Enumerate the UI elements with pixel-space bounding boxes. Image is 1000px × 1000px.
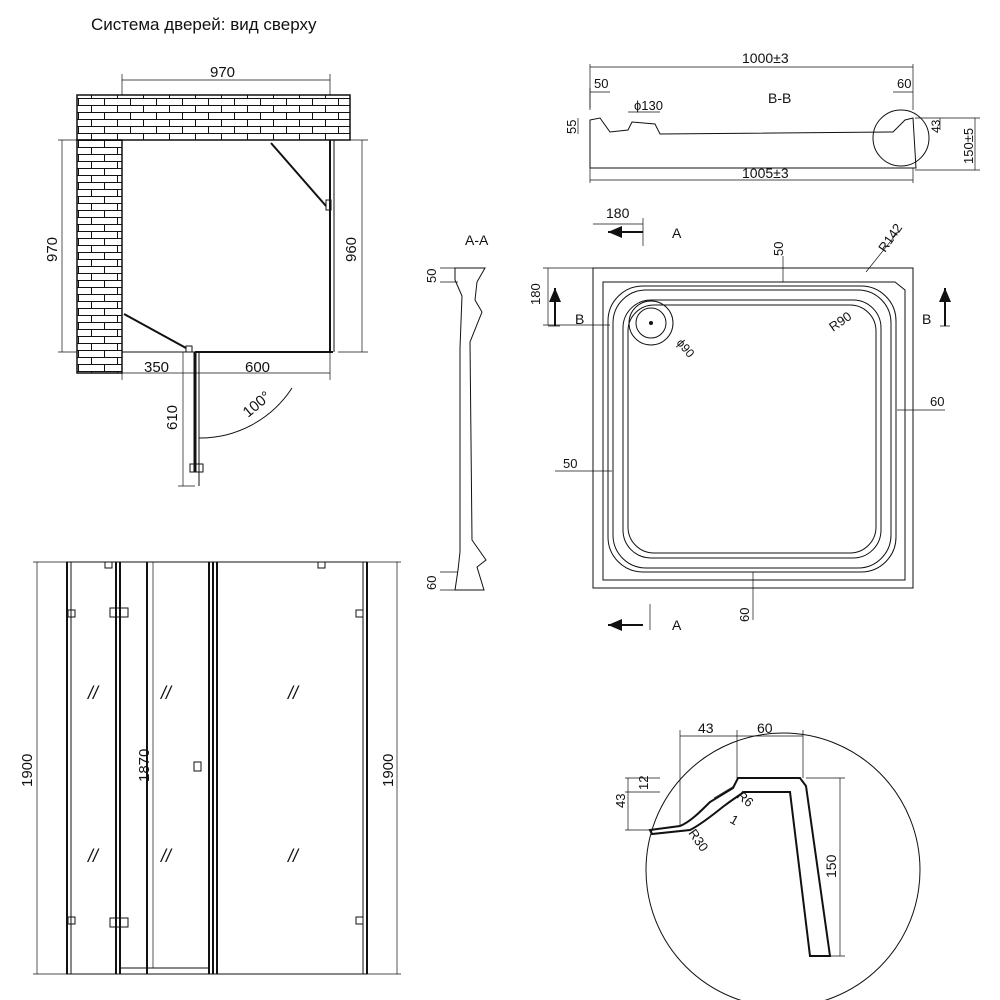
glass-mark: //	[286, 683, 300, 703]
drawing-title: Система дверей: вид сверху	[91, 15, 317, 34]
tray-left-offset: 180	[606, 205, 630, 221]
section-a-a: A-A 50 60	[424, 232, 489, 591]
dim-front-left: 1900	[19, 754, 36, 787]
detail-thick: 1	[728, 812, 742, 829]
dim-seg-left: 350	[144, 359, 169, 376]
glass-mark: //	[86, 683, 100, 703]
bb-drain: ϕ130	[634, 98, 663, 113]
dim-seg-right: 600	[245, 359, 270, 376]
dim-width-top: 970	[210, 64, 235, 81]
detail-w2: 60	[757, 720, 773, 736]
bb-left-h: 55	[564, 120, 579, 134]
tray-right-rim: 60	[930, 394, 944, 409]
dim-height-right: 960	[343, 237, 360, 262]
cut-label-a-bottom: A	[672, 617, 682, 633]
tray-bottom-rim: 60	[737, 608, 752, 622]
tray-left-rim: 50	[563, 456, 577, 471]
bb-top-width: 1000±3	[742, 50, 789, 66]
bb-left-lip: 50	[594, 76, 608, 91]
bb-label: B-B	[768, 90, 791, 106]
tray-corner-r: R142	[875, 221, 905, 255]
tray-left-dist: 180	[528, 283, 543, 305]
glass-mark: //	[159, 846, 173, 866]
bb-total-h: 150±5	[961, 128, 976, 164]
bb-bottom-width: 1005±3	[742, 165, 789, 181]
dim-front-inner: 1870	[136, 749, 153, 782]
aa-bottom: 60	[424, 576, 439, 590]
dim-door-depth: 610	[164, 405, 181, 430]
front-view: // // // // // // 1900 1870 1900	[19, 561, 401, 975]
dim-front-right: 1900	[380, 754, 397, 787]
glass-mark: //	[159, 683, 173, 703]
detail-w1: 43	[698, 720, 714, 736]
dim-angle: 100°	[240, 388, 275, 421]
wall-left	[76, 139, 123, 374]
cut-label-b-left: B	[575, 311, 584, 327]
cut-label-b-right: B	[922, 311, 931, 327]
wall-top	[76, 94, 351, 141]
bb-right-h: 43	[929, 119, 943, 133]
tray-drain-r: R90	[826, 308, 854, 334]
dim-height-left: 970	[44, 237, 61, 262]
cut-label-a-top: A	[672, 225, 682, 241]
aa-label: A-A	[465, 232, 489, 248]
tray-drain-d: ϕ90	[674, 336, 698, 361]
glass-mark: //	[86, 846, 100, 866]
bb-right-lip: 60	[897, 76, 911, 91]
aa-top: 50	[424, 269, 439, 283]
detail-height: 150	[823, 854, 839, 878]
detail-h1: 12	[636, 776, 651, 790]
detail-h2: 43	[613, 794, 628, 808]
top-view: 970 970 960 350 600 610 100°	[44, 64, 368, 487]
tray-top-rim: 50	[771, 242, 786, 256]
tray-plan: 180 A A B B 50 R142 180 R90 ϕ90 60 50 60	[528, 205, 951, 633]
section-b-b: B-B 1000±3 1005±3 50 60 ϕ130 55 43 150±5	[564, 50, 980, 183]
glass-mark: //	[286, 846, 300, 866]
detail-view: 43 60 12 43 R6 R30 1 150	[613, 720, 921, 1000]
